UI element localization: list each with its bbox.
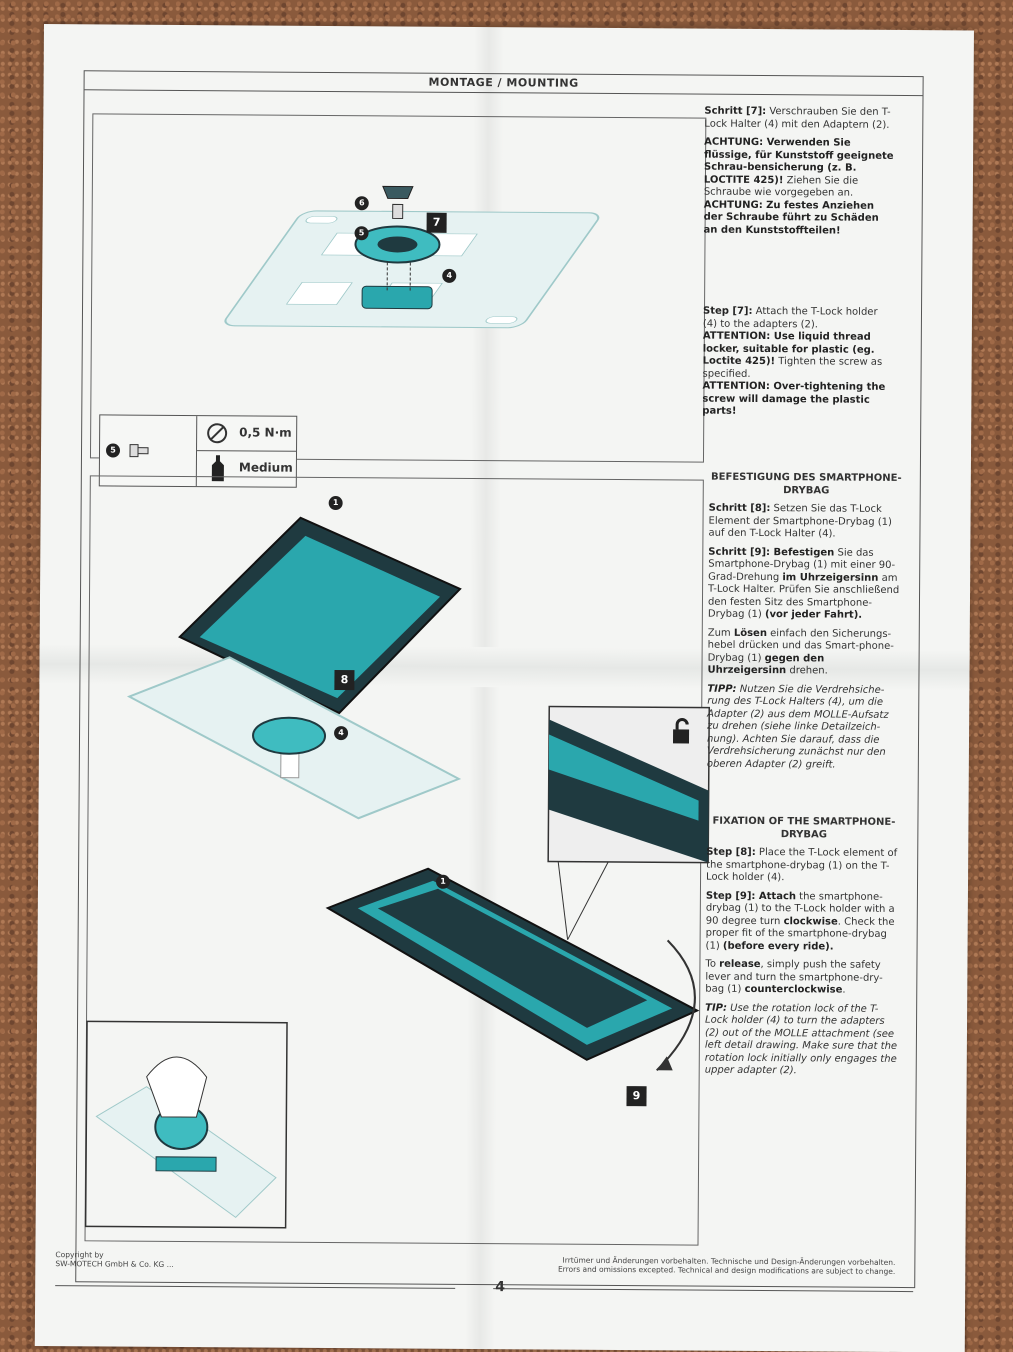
fixation-text-en: FIXATION OF THE SMARTPHONE-DRYBAG Step [… bbox=[705, 816, 902, 1085]
screw-icon bbox=[128, 441, 158, 461]
threadlock-value: Medium bbox=[239, 460, 293, 474]
callout-5: 5 bbox=[354, 226, 368, 240]
step7-badge: 7 bbox=[427, 213, 447, 233]
callout-6: 6 bbox=[355, 196, 369, 210]
callout-1a: 1 bbox=[329, 496, 343, 510]
torque-cell: 0,5 N·m bbox=[197, 416, 296, 452]
torque-icon bbox=[205, 421, 229, 445]
callout-4b: 4 bbox=[334, 726, 348, 740]
callout-4: 4 bbox=[442, 269, 456, 283]
fixation-heading-de: BEFESTIGUNG DES SMARTPHONE-DRYBAG bbox=[709, 472, 904, 498]
callout-1b: 1 bbox=[436, 875, 450, 889]
fixation-text-de: BEFESTIGUNG DES SMARTPHONE-DRYBAG Schrit… bbox=[707, 472, 904, 778]
torque-value: 0,5 N·m bbox=[239, 425, 292, 439]
step7-text-en: Step [7]: Attach the T-Lock holder (4) t… bbox=[702, 306, 893, 426]
unlock-icon bbox=[671, 718, 693, 744]
step8-9-panel: 1 8 4 1 9 bbox=[85, 475, 704, 1245]
step8-9-illustration bbox=[86, 476, 703, 1244]
step8-badge: 8 bbox=[334, 670, 354, 690]
step7-panel: 6 5 4 7 5 0,5 N·m bbox=[90, 113, 706, 462]
instruction-sheet: MONTAGE / MOUNTING bbox=[35, 24, 974, 1352]
spec-part-number: 5 bbox=[106, 443, 120, 457]
step7-text-de: Schritt [7]: Verschrauben Sie den T-Lock… bbox=[703, 106, 894, 244]
copyright: Copyright by SW-MOTECH GmbH & Co. KG ... bbox=[55, 1250, 174, 1269]
fixation-heading-en: FIXATION OF THE SMARTPHONE-DRYBAG bbox=[706, 816, 901, 842]
step7-illustration bbox=[91, 114, 705, 461]
step9-badge: 9 bbox=[626, 1086, 646, 1106]
disclaimer: Irrtümer und Änderungen vorbehalten. Tec… bbox=[545, 1256, 895, 1276]
page-frame: MONTAGE / MOUNTING bbox=[75, 70, 923, 1288]
